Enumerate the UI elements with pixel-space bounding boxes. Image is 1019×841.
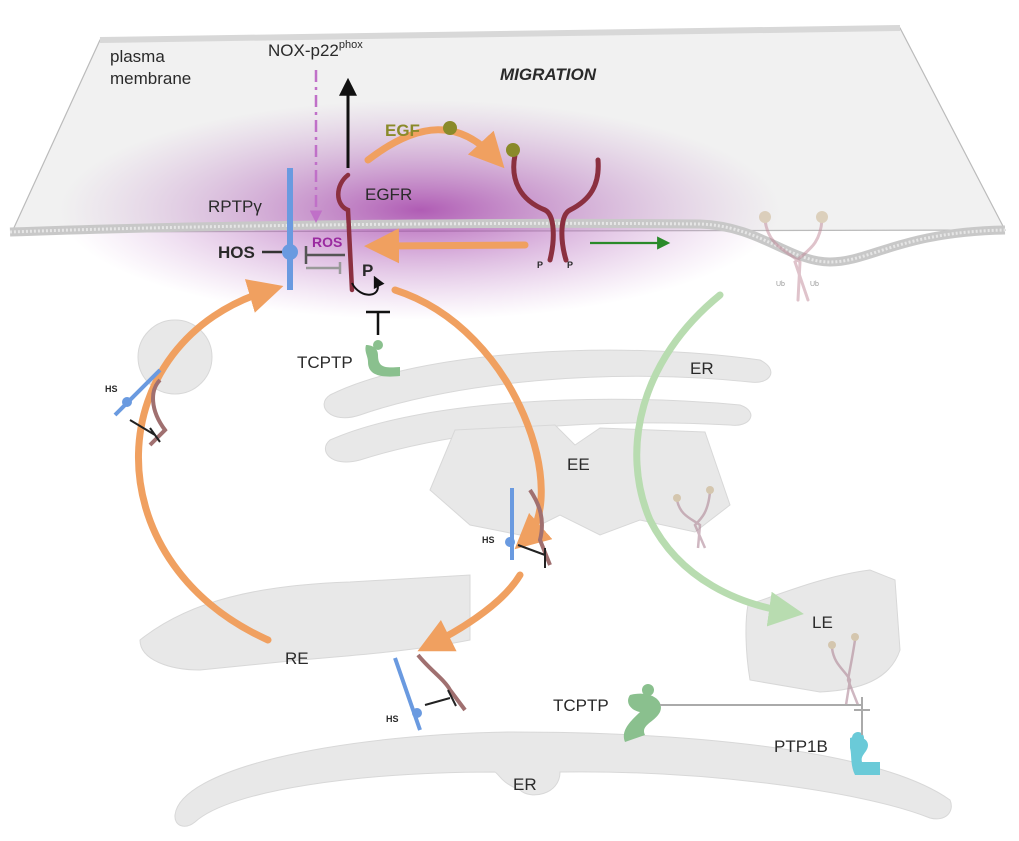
hs-complex-ee	[505, 488, 552, 568]
label-tcptp-top: TCPTP	[297, 353, 353, 372]
label-phospho: P	[362, 261, 373, 280]
label-p-left: P	[537, 260, 543, 270]
label-hs-vesicle: HS	[105, 384, 118, 394]
label-plasma: plasma	[110, 47, 165, 66]
organelles	[137, 319, 952, 827]
tcptp-top-enzyme	[365, 340, 400, 377]
label-migration: MIGRATION	[500, 65, 597, 84]
autophosphorylation-arrow	[351, 275, 385, 296]
label-ptp1b: PTP1B	[774, 737, 828, 756]
internalized-dimer	[759, 211, 828, 302]
egfr-receptor	[336, 172, 355, 293]
early-endosome	[429, 424, 731, 536]
recycling-cycle	[135, 126, 553, 652]
label-ros: ROS	[312, 234, 342, 250]
egfr-dimer	[511, 152, 601, 263]
label-ee: EE	[567, 455, 590, 474]
label-re: RE	[285, 649, 309, 668]
label-le: LE	[812, 613, 833, 632]
label-p-right: P	[567, 260, 573, 270]
label-hs-ee: HS	[482, 535, 495, 545]
egf-ligand-bound	[506, 143, 520, 157]
label-tcptp-bottom: TCPTP	[553, 696, 609, 715]
label-egf: EGF	[385, 121, 420, 140]
label-ub-left: Ub	[776, 281, 785, 288]
plasma-membrane	[9, 25, 1006, 320]
label-nox: NOX-p22phox	[268, 39, 363, 60]
hs-complex-vesicle	[113, 368, 168, 447]
rptp-gamma-receptor	[262, 168, 298, 290]
hs-complex-re	[393, 653, 467, 731]
label-membrane: membrane	[110, 69, 191, 88]
le-dimer	[828, 633, 860, 706]
label-nox-main: NOX-p22	[268, 41, 339, 60]
label-egfr: EGFR	[365, 185, 412, 204]
ee-dimer	[673, 486, 714, 549]
ros-inhibition	[304, 246, 345, 274]
label-ub-right: Ub	[810, 281, 819, 288]
label-er-bottom: ER	[513, 775, 537, 794]
egf-ligand-free	[443, 121, 457, 135]
label-rptp-gamma: RPTPγ	[208, 197, 262, 216]
degradation-path	[633, 291, 804, 627]
ptp1b-enzyme	[850, 709, 880, 775]
label-er-top: ER	[690, 359, 714, 378]
tcptp-inhibition-bar	[366, 310, 390, 335]
tcptp-bottom-enzyme	[623, 684, 863, 742]
label-nox-sup: phox	[339, 39, 363, 51]
er-membrane-bottom	[174, 731, 952, 827]
label-hos: HOS	[218, 243, 255, 262]
label-hs-re: HS	[386, 714, 399, 724]
